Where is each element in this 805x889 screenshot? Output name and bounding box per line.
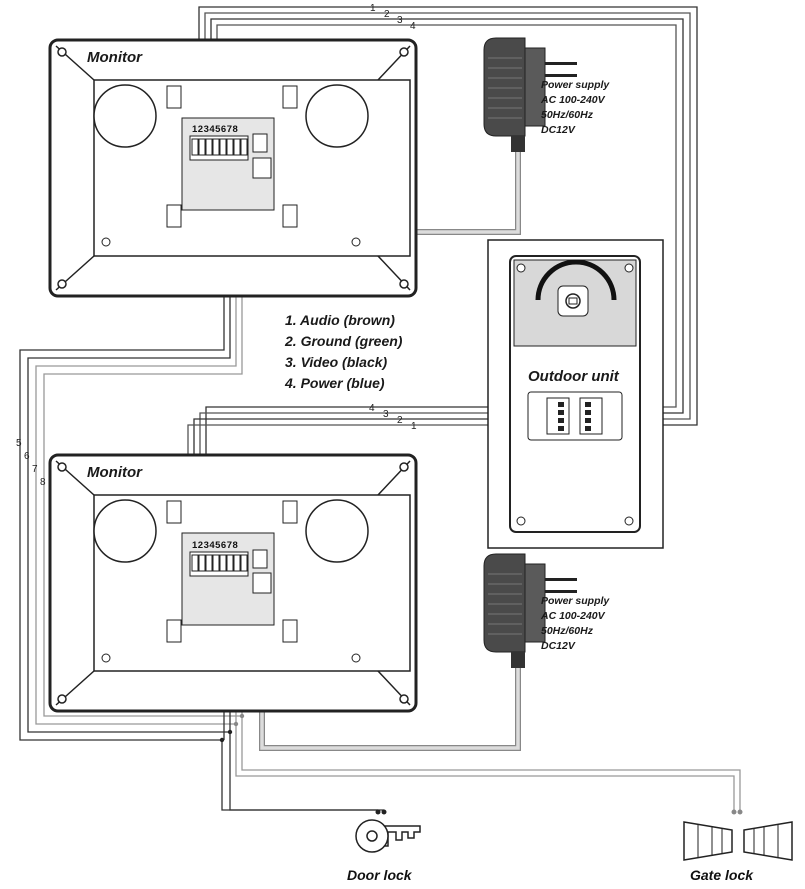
gate-lock-label: Gate lock [690, 867, 754, 883]
terminal-numbers: 12345678 [192, 124, 238, 135]
power-jack [252, 572, 272, 594]
wire-number-1: 1 [411, 421, 417, 432]
terminal-numbers: 12345678 [192, 540, 238, 551]
wire-number-2: 2 [384, 9, 390, 20]
monitor-top: 12345678 Monitor [48, 38, 418, 298]
wire-numbers-mid: 4 3 2 1 [369, 403, 417, 432]
gate-lock: Gate lock [683, 809, 793, 883]
door-lock: Door lock [347, 809, 421, 883]
power-spec-2: AC 100-240V [540, 94, 606, 106]
power-spec-1: Power supply [541, 595, 610, 607]
wire-number-6: 6 [24, 451, 30, 462]
wire-legend: 1. Audio (brown) 2. Ground (green) 3. Vi… [284, 312, 403, 391]
power-spec-2: AC 100-240V [540, 610, 606, 622]
plug-pin [545, 74, 577, 77]
speaker-right-icon [305, 499, 369, 563]
speaker-right-icon [305, 84, 369, 148]
power-supply-top: Power supply AC 100-240V 50Hz/60Hz DC12V [483, 37, 610, 152]
outdoor-unit-title: Outdoor unit [528, 368, 620, 385]
legend-audio: 1. Audio (brown) [285, 312, 395, 328]
gate-left-icon [683, 821, 733, 861]
wire-number-2: 2 [397, 415, 403, 426]
plug-pin [545, 62, 577, 65]
monitor-bottom: 12345678 Monitor [48, 453, 418, 713]
plug-pin [545, 590, 577, 593]
legend-video: 3. Video (black) [285, 354, 388, 370]
power-spec-4: DC12V [541, 640, 576, 652]
junction-dots [219, 713, 245, 743]
speaker-left-icon [93, 84, 157, 148]
legend-ground: 2. Ground (green) [284, 333, 403, 349]
wire-number-7: 7 [32, 464, 38, 475]
dip-switch [252, 549, 268, 569]
monitor-title: Monitor [87, 49, 143, 66]
wire-numbers-top: 1 2 3 4 [370, 3, 416, 32]
wire-number-8: 8 [40, 477, 46, 488]
power-jack [252, 157, 272, 179]
wire-number-5: 5 [16, 438, 22, 449]
monitor-title: Monitor [87, 464, 143, 481]
wire-number-4: 4 [369, 403, 375, 414]
speaker-left-icon [93, 499, 157, 563]
dip-switch [252, 133, 268, 153]
plug-pin [545, 578, 577, 581]
wire-numbers-left: 5 6 7 8 [16, 438, 46, 488]
wire-number-3: 3 [383, 409, 389, 420]
wire-number-1: 1 [370, 3, 376, 14]
power-spec-3: 50Hz/60Hz [541, 109, 594, 121]
wire-number-4: 4 [410, 21, 416, 32]
camera-hood [535, 259, 617, 301]
outdoor-unit: Outdoor unit [487, 239, 664, 549]
power-spec-1: Power supply [541, 79, 610, 91]
wire-number-3: 3 [397, 15, 403, 26]
power-spec-4: DC12V [541, 124, 576, 136]
power-supply-bottom: Power supply AC 100-240V 50Hz/60Hz DC12V [483, 553, 610, 668]
power-spec-3: 50Hz/60Hz [541, 625, 594, 637]
gate-right-icon [743, 821, 793, 861]
door-lock-label: Door lock [347, 867, 413, 883]
legend-power: 4. Power (blue) [284, 375, 385, 391]
